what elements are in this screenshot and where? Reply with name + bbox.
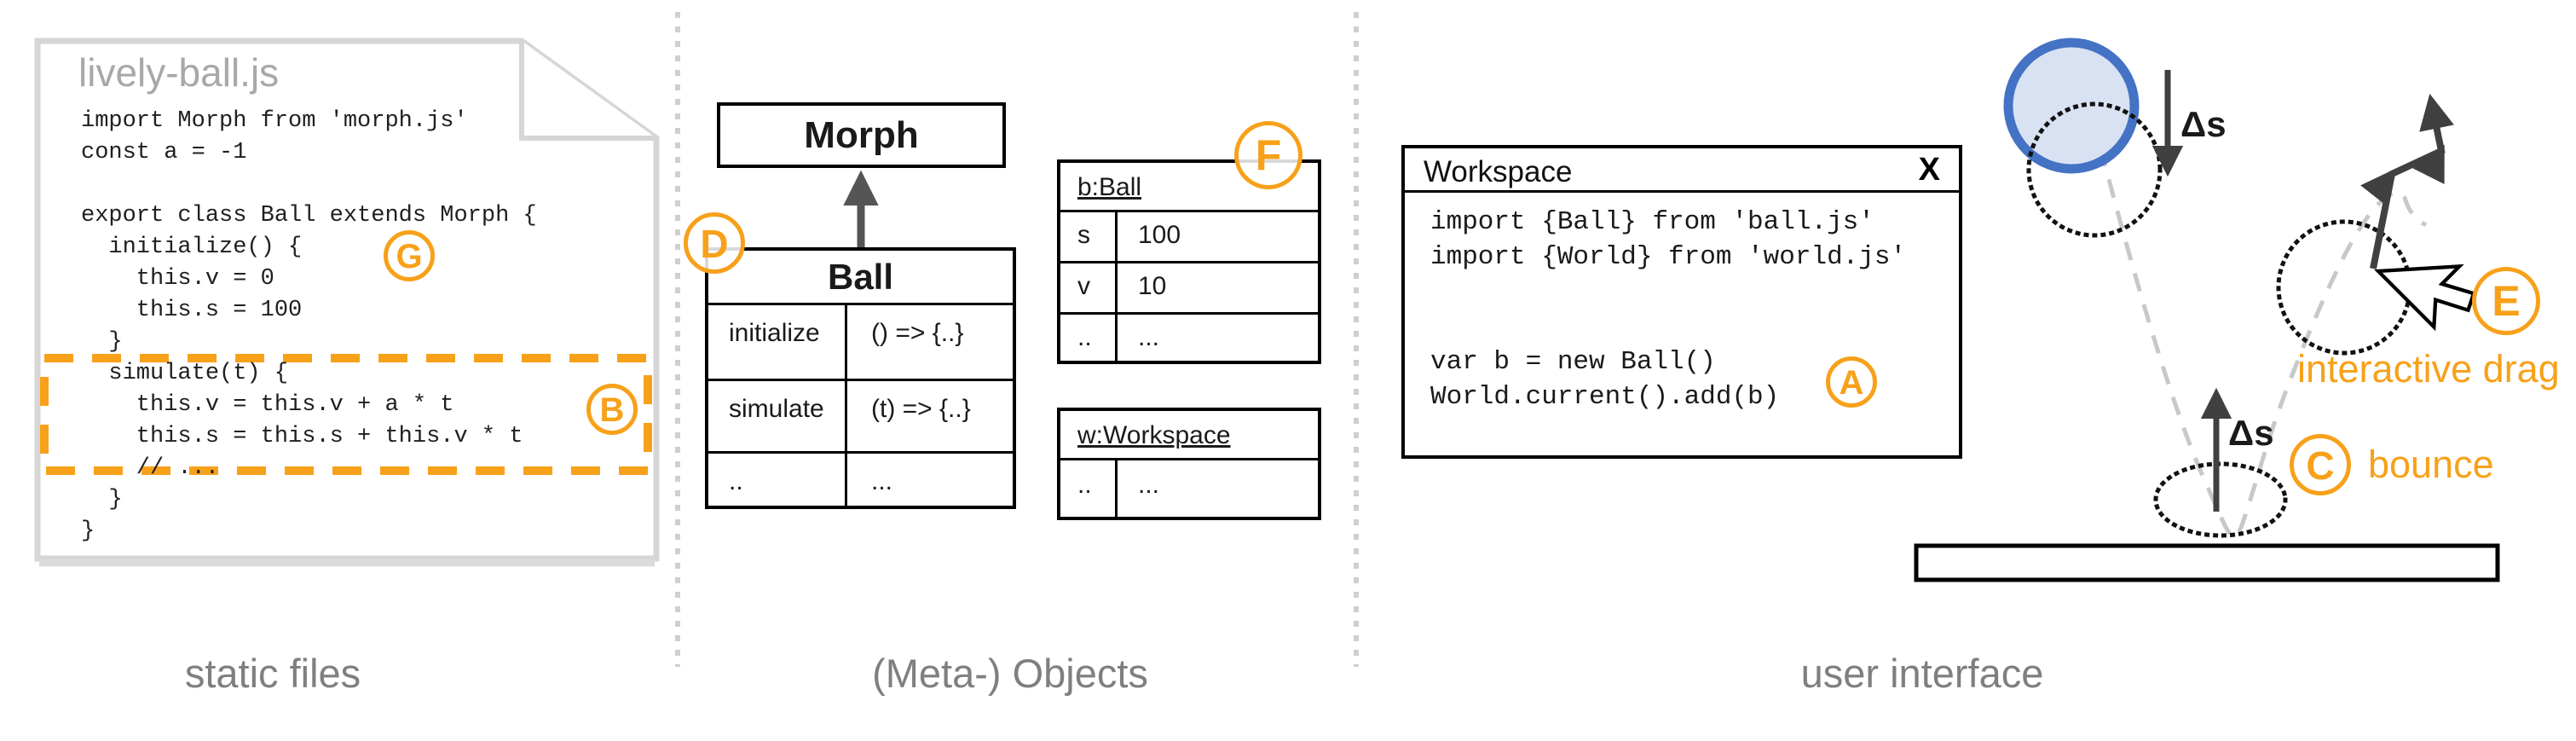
table-row: simulate (t) => {..} (708, 381, 1013, 454)
cell-method-value: () => {..} (871, 319, 964, 347)
badge-f: F (1234, 121, 1302, 189)
instance-table-ball: b:Ball s 100 v 10 .. ... (1057, 159, 1321, 364)
workspace-code-editor[interactable]: import {Ball} from 'ball.js' import {Wor… (1430, 207, 1907, 412)
close-icon[interactable]: X (1918, 152, 1940, 188)
table-row: .. ... (708, 454, 1013, 507)
badge-g: G (384, 230, 435, 281)
panel-divider-left (675, 12, 680, 667)
mouse-cursor-icon[interactable] (2374, 229, 2486, 336)
table-row: s 100 (1060, 212, 1318, 263)
workspace-titlebar[interactable]: Workspace X (1405, 148, 1959, 193)
cell-slot-name: .. (1060, 460, 1118, 517)
workspace-title: Workspace (1424, 155, 1573, 188)
section-label-user-interface: user interface (1800, 651, 2044, 696)
cell-method-name: .. (708, 454, 847, 507)
drag-path-arrows (2360, 93, 2455, 269)
table-row: initialize () => {..} (708, 305, 1013, 381)
cell-slot-value: ... (1138, 323, 1160, 351)
cell-slot-value: 10 (1138, 272, 1167, 300)
ball-ghost-circle-falling (2026, 101, 2163, 238)
class-table-ball-title: Ball (708, 251, 1013, 305)
cell-slot-name: .. (1060, 315, 1118, 362)
class-box-morph-title: Morph (804, 113, 919, 156)
bounce-label: bounce (2368, 443, 2494, 486)
section-label-static-files: static files (184, 651, 361, 696)
cell-slot-name: s (1060, 212, 1118, 261)
instance-table-ball-title: b:Ball (1077, 173, 1142, 201)
badge-a: A (1826, 356, 1877, 408)
delta-s-label-top: Δs (2180, 104, 2227, 144)
badge-c: C (2290, 434, 2351, 495)
table-row: .. ... (1060, 315, 1318, 362)
ball-ghost-circle-drag (2276, 219, 2412, 356)
cell-method-value: ... (871, 467, 893, 495)
table-row: .. ... (1060, 460, 1318, 517)
cell-slot-value: 100 (1138, 221, 1181, 249)
cell-method-value: (t) => {..} (871, 395, 971, 423)
cell-method-name: initialize (708, 305, 847, 379)
panel-divider-right (1354, 12, 1359, 667)
file-name: lively-ball.js (78, 50, 280, 95)
cell-slot-value: ... (1138, 471, 1160, 499)
table-row: v 10 (1060, 263, 1318, 315)
workspace-window: Workspace X import {Ball} from 'ball.js'… (1401, 145, 1962, 459)
badge-e: E (2472, 267, 2540, 335)
interactive-drag-label: interactive drag (2297, 347, 2560, 391)
ground-rect (1914, 543, 2500, 582)
ball-morph[interactable] (2003, 38, 2140, 174)
instance-table-workspace-title: w:Workspace (1077, 421, 1231, 449)
class-table-ball: Ball initialize () => {..} simulate (t) … (705, 247, 1016, 509)
delta-s-label-bottom: Δs (2228, 413, 2274, 453)
file-code: import Morph from 'morph.js' const a = -… (81, 108, 537, 544)
ball-ghost-circle-bounce (2153, 461, 2288, 538)
badge-d: D (684, 212, 745, 274)
instance-table-workspace: w:Workspace .. ... (1057, 408, 1321, 520)
class-box-morph: Morph (717, 102, 1006, 168)
cell-method-name: simulate (708, 381, 847, 451)
cell-slot-name: v (1060, 263, 1118, 312)
section-label-meta-objects: (Meta-) Objects (872, 651, 1148, 696)
trajectory-path (2082, 84, 2428, 540)
badge-b: B (586, 384, 638, 435)
